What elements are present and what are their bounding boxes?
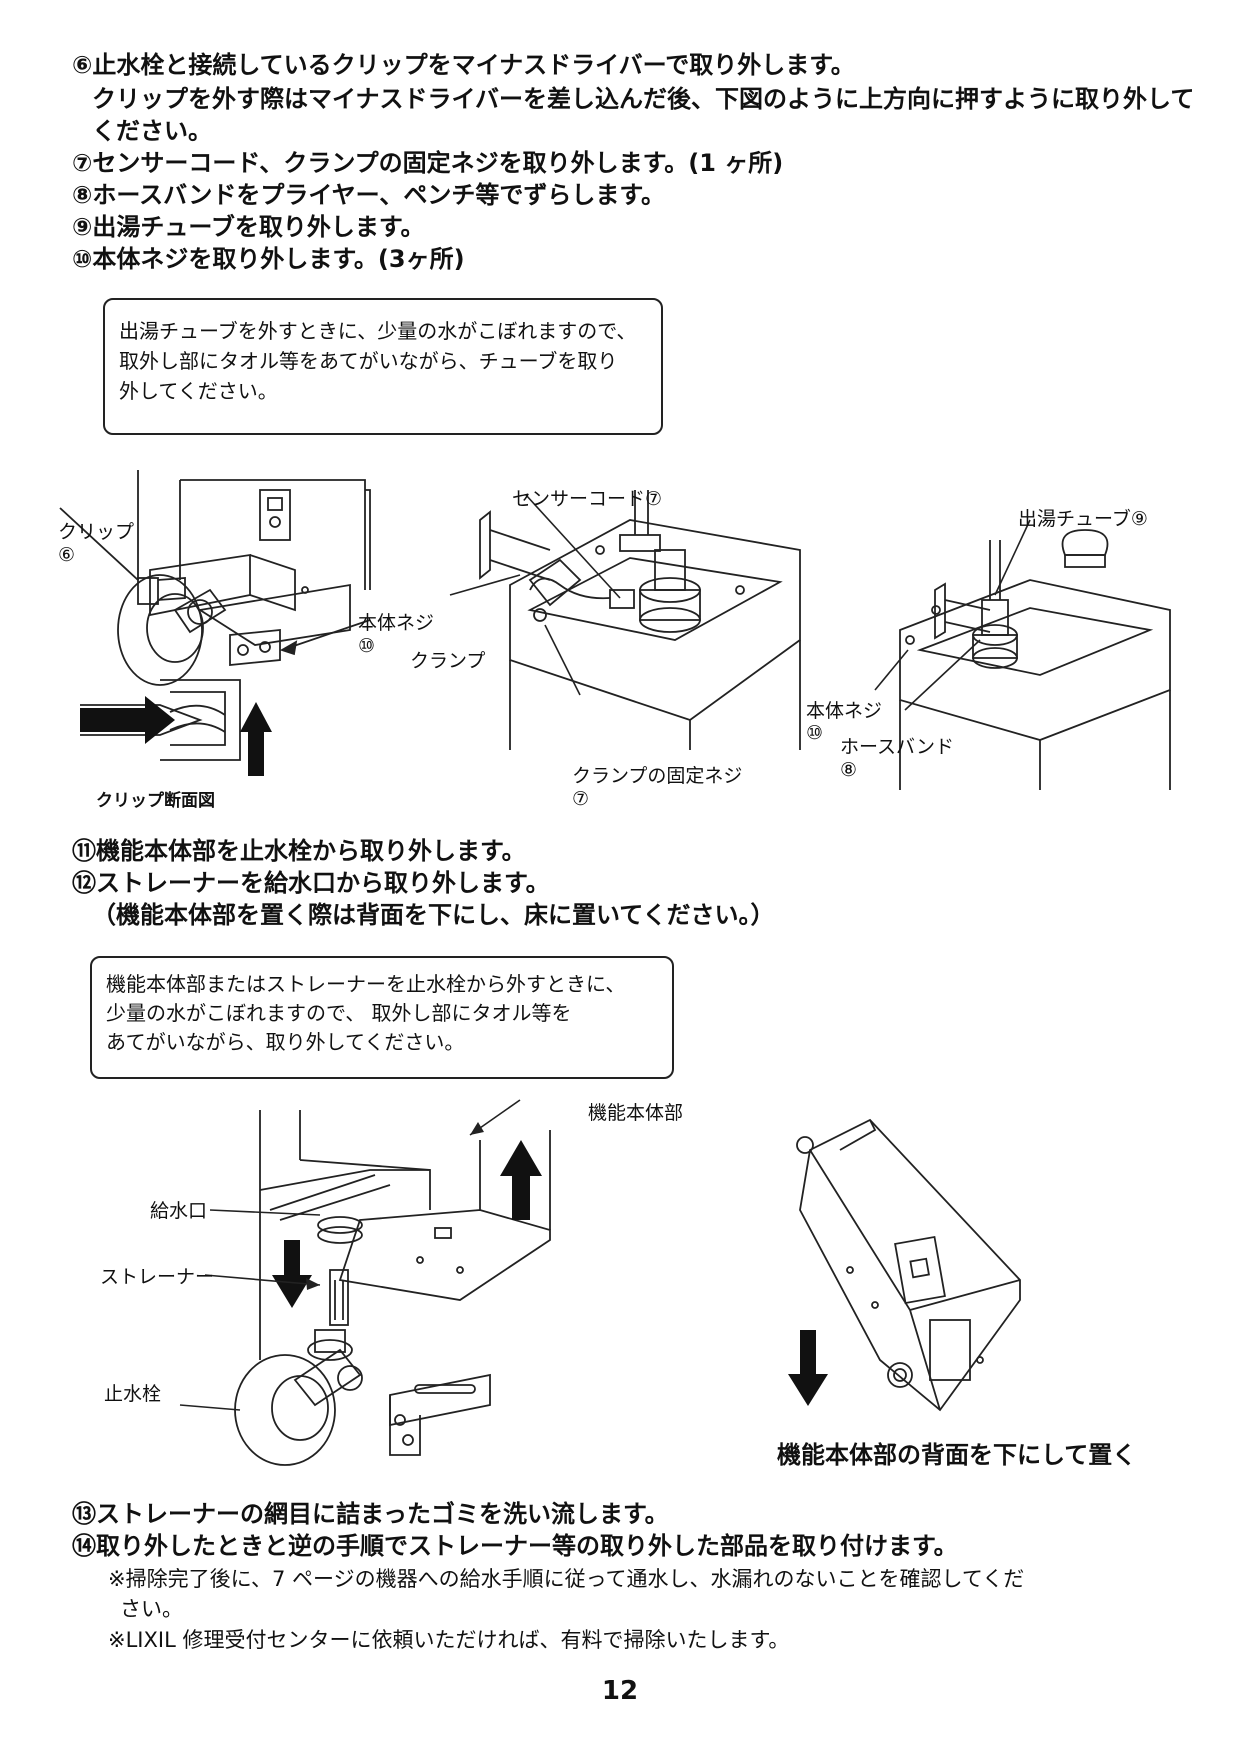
caution-2-line-2: 少量の水がこぼれますので、 取外し部にタオル等を xyxy=(106,1001,572,1025)
stop-valve-label: 止水栓 xyxy=(104,1383,162,1405)
clamp-screw-number: ⑦ xyxy=(572,788,590,810)
body-screw-label: 本体ネジ xyxy=(358,612,435,634)
body-screw-label-2: 本体ネジ xyxy=(806,700,883,722)
caution-2-line-1: 機能本体部またはストレーナーを止水栓から外すときに、 xyxy=(106,972,626,996)
clamp-screw-label: クランプの固定ネジ xyxy=(572,765,743,787)
strainer-label: ストレーナー xyxy=(100,1266,215,1288)
step-11: ⑪機能本体部を止水栓から取り外します。 xyxy=(72,837,526,865)
clamp-label: クランプ xyxy=(410,650,486,672)
sensor-clamp-illustration xyxy=(449,490,801,750)
page-number: 12 xyxy=(601,1676,639,1706)
clip-removal-illustration xyxy=(59,470,371,776)
note-1: ※掃除完了後に、7 ページの機器への給水手順に従って通水し、水漏れのないことを確… xyxy=(108,1567,1025,1591)
body-screw-number-2: ⑩ xyxy=(806,722,824,744)
caution-1-line-2: 取外し部にタオル等をあてがいながら、チューブを取り xyxy=(119,349,618,373)
caution-1-line-3: 外してください。 xyxy=(119,379,278,403)
outlet-tube-illustration xyxy=(874,519,1171,790)
step-6-detail: クリップを外す際はマイナスドライバーを差し込んだ後、下図のように上方向に押すよう… xyxy=(92,85,1195,113)
step-8: ⑧ホースバンドをプライヤー、ペンチ等でずらします。 xyxy=(72,181,665,209)
caution-box-2: 機能本体部またはストレーナーを止水栓から外すときに、 少量の水がこぼれますので、… xyxy=(90,956,674,1079)
place-body-caption: 機能本体部の背面を下にして置く xyxy=(777,1441,1137,1469)
caution-2-line-3: あてがいながら、取り外してください。 xyxy=(106,1030,465,1054)
step-14: ⑭取り外したときと逆の手順でストレーナー等の取り外した部品を取り付けます。 xyxy=(72,1532,958,1560)
note-1-continued: さい。 xyxy=(120,1597,183,1621)
sensor-cord-label: センサーコード⑦ xyxy=(512,488,663,510)
caution-1-line-1: 出湯チューブを外すときに、少量の水がこぼれますので、 xyxy=(119,319,637,343)
clip-section-label: クリップ断面図 xyxy=(96,791,215,811)
caution-box-1: 出湯チューブを外すときに、少量の水がこぼれますので、 取外し部にタオル等をあてが… xyxy=(103,298,663,435)
hose-band-number: ⑧ xyxy=(840,759,858,781)
hose-band-label: ホースバンド xyxy=(840,736,955,758)
step-6: ⑥止水栓と接続しているクリップをマイナスドライバーで取り外します。 xyxy=(72,51,855,79)
outlet-tube-label: 出湯チューブ⑨ xyxy=(1018,508,1148,530)
step-12-detail: （機能本体部を置く際は背面を下にし、床に置いてください。） xyxy=(92,901,775,929)
step-10: ⑩本体ネジを取り外します。(3ヶ所) xyxy=(72,245,465,273)
note-2: ※LIXIL 修理受付センターに依頼いただければ、有料で掃除いたします。 xyxy=(108,1628,790,1652)
step-7: ⑦センサーコード、クランプの固定ネジを取り外します。(1 ヶ所) xyxy=(72,149,784,177)
water-inlet-label: 給水口 xyxy=(150,1200,208,1222)
place-body-illustration xyxy=(788,1118,1021,1412)
step-13: ⑬ストレーナーの網目に詰まったゴミを洗い流します。 xyxy=(72,1500,669,1528)
strainer-removal-illustration xyxy=(179,1099,551,1466)
step-6-detail-2: ください。 xyxy=(92,117,212,145)
clip-label: クリップ xyxy=(58,521,135,543)
step-12: ⑫ストレーナーを給水口から取り外します。 xyxy=(72,869,550,897)
main-body-label: 機能本体部 xyxy=(588,1102,684,1124)
body-screw-number: ⑩ xyxy=(358,635,376,657)
step-9: ⑨出湯チューブを取り外します。 xyxy=(72,213,425,241)
clip-number: ⑥ xyxy=(58,544,76,566)
